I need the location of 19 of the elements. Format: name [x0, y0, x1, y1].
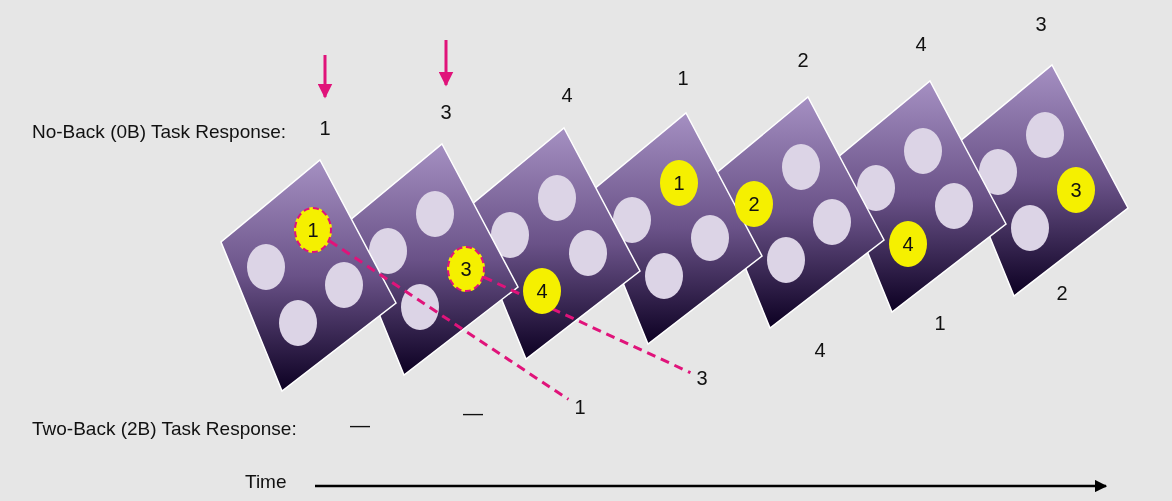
- response-number: 3: [1035, 14, 1047, 34]
- response-number: 2: [797, 50, 809, 70]
- response-number: 4: [561, 85, 573, 105]
- leader-line: [328, 239, 570, 401]
- response-number: 1: [934, 313, 946, 333]
- response-number: 4: [814, 340, 826, 360]
- dash: —: [350, 415, 370, 435]
- response-number: 1: [319, 118, 331, 138]
- response-number: 1: [568, 393, 592, 421]
- response-number: 3: [440, 102, 452, 122]
- axis-label: Time: [245, 471, 287, 491]
- response-number: 3: [690, 364, 714, 392]
- response-number: 4: [915, 34, 927, 54]
- response-number: 2: [1056, 283, 1068, 303]
- leader-line: [483, 275, 692, 375]
- dash: —: [463, 403, 483, 423]
- task-label: Two-Back (2B) Task Response:: [32, 418, 297, 438]
- task-label: No-Back (0B) Task Response:: [32, 121, 287, 141]
- response-number: 1: [677, 68, 689, 88]
